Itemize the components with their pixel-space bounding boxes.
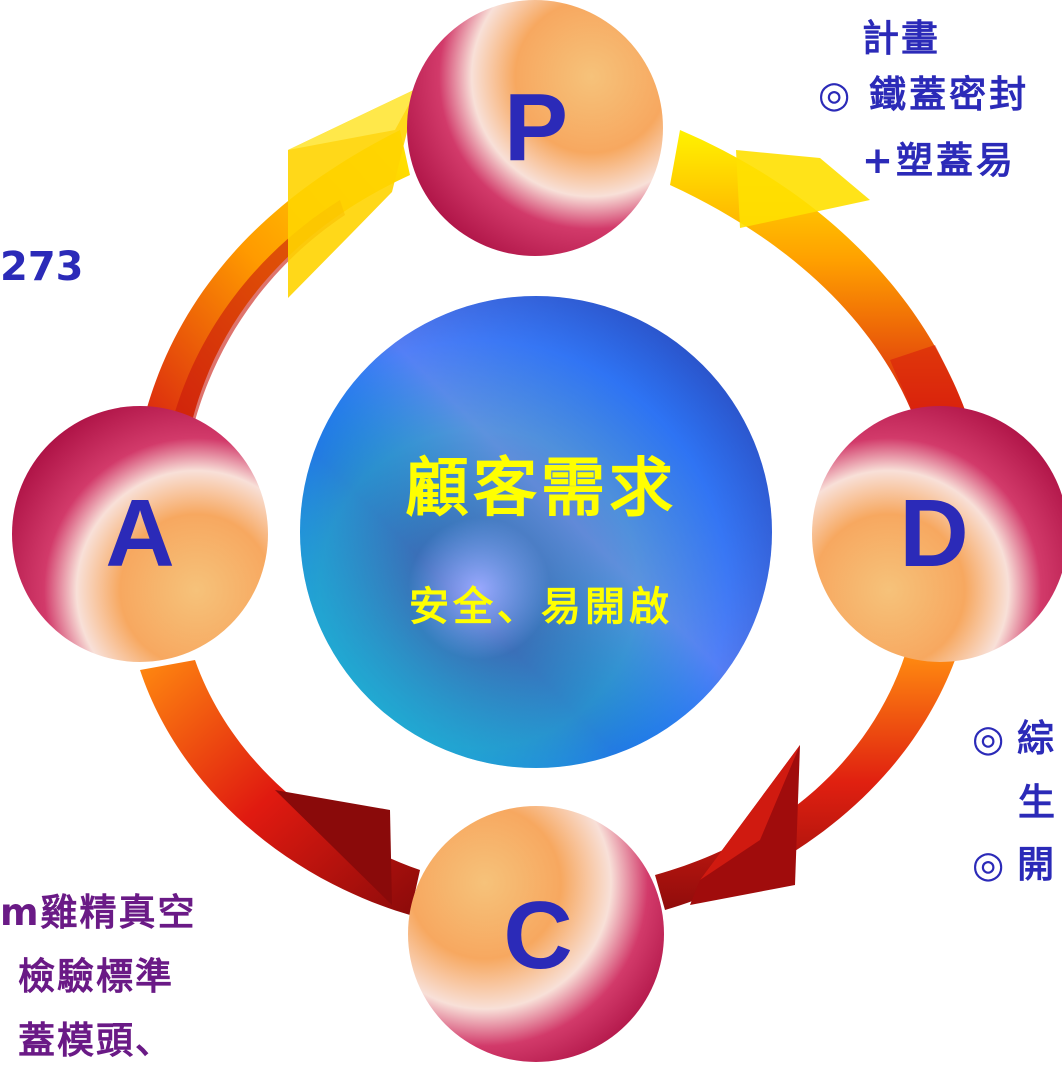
node-c (408, 806, 664, 1062)
plan-title: 計畫 (862, 17, 940, 60)
center-customer-needs (300, 296, 772, 768)
arrow-d-to-c (655, 655, 955, 910)
arrow-p-to-d (670, 130, 965, 420)
center-title: 顧客需求 (405, 452, 677, 526)
plan-line-1: ◎ 鐵蓋密封 (818, 73, 1030, 116)
node-d-label: D (899, 480, 968, 587)
do-line-2: 生 (1018, 781, 1055, 824)
node-d (812, 406, 1062, 662)
do-line-3: ◎ 開 (972, 843, 1055, 886)
node-a (12, 406, 268, 662)
node-a-label: A (105, 480, 174, 587)
do-line-1: ◎ 綜 (972, 717, 1055, 760)
act-line-2: 檢驗標準 (18, 955, 174, 998)
node-c-label: C (503, 882, 572, 989)
act-line-1: m雞精真空 (0, 891, 197, 934)
plan-line-2: +塑蓋易 (862, 139, 1017, 182)
arrow-c-to-a (140, 660, 420, 915)
node-p-label: P (504, 74, 568, 181)
node-p (407, 0, 663, 256)
act-line-3: 蓋模頭、 (18, 1019, 174, 1062)
arrow-a-to-p (140, 88, 418, 435)
center-subtitle: 安全、易開啟 (409, 584, 673, 630)
left-number-text: 273 (0, 244, 84, 290)
